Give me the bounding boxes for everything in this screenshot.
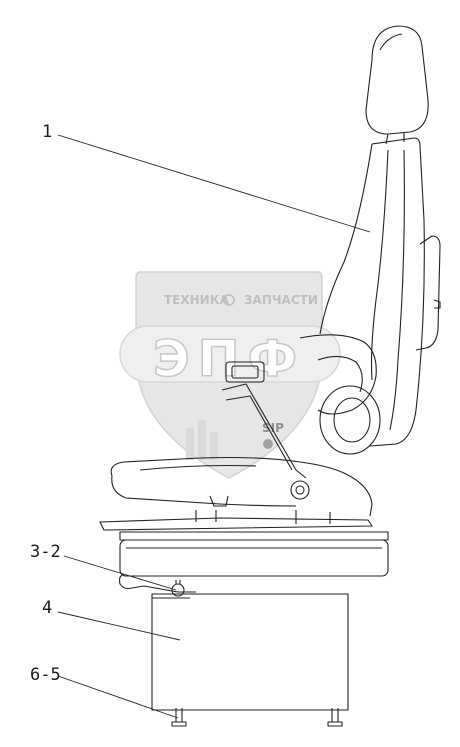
leader-4 [57,611,181,641]
backrest-inner [370,149,389,381]
watermark-right-word: ЗАПЧАСТИ [244,293,318,307]
watermark-left-word: ТЕХНИКА [164,293,230,307]
recline-hub [290,480,310,500]
base-plate [119,539,389,577]
pedestal [151,593,349,711]
bottom-studs [171,708,343,727]
lever-bracket [118,573,196,593]
side-bolster-inner [317,355,363,393]
recline-mechanism [319,385,381,455]
gear-icon [223,294,235,306]
headrest-edge [379,33,403,51]
lever-bolt-shaft [175,580,181,584]
seat-cushion-front [111,475,297,507]
leader-3-2 [63,555,177,591]
backrest-inner-2 [389,149,405,431]
leader-lines [57,134,371,719]
lever-bolt [171,583,185,597]
watermark-logo: ТЕХНИКА ЗАПЧАСТИ ЭПФ SIP [119,271,341,479]
watermark-brand: SIP [262,421,284,435]
watermark-brand-mark [263,439,273,449]
backrest [369,137,425,447]
callout-1: 1 [42,122,53,142]
recline-mechanism-inner [333,397,371,443]
seat-linework [99,25,441,727]
suspension-slider [209,495,229,507]
leader-6-5 [57,675,179,719]
seat-rail [195,510,331,524]
side-bolster [299,334,377,415]
belt-buckle-inner [231,365,259,379]
belt-buckle [225,361,265,383]
backrest-front [319,143,373,335]
watermark-big-letters: ЭПФ [153,330,305,388]
seat-belt-edge [225,395,293,471]
armrest [415,235,441,351]
recline-hub-inner [295,485,305,495]
seat-cushion [110,456,373,517]
suspension-top [119,531,389,541]
watermark-wheat [186,420,218,460]
headrest [365,25,429,135]
seat-cushion-top [139,464,257,471]
callout-6-5: 6-5 [30,665,61,685]
seat-pan [99,517,373,531]
armrest-knob [433,299,441,309]
seat-belt [221,383,307,479]
leader-1 [57,134,371,233]
callout-4: 4 [42,598,53,618]
callout-3-2: 3-2 [30,542,61,562]
